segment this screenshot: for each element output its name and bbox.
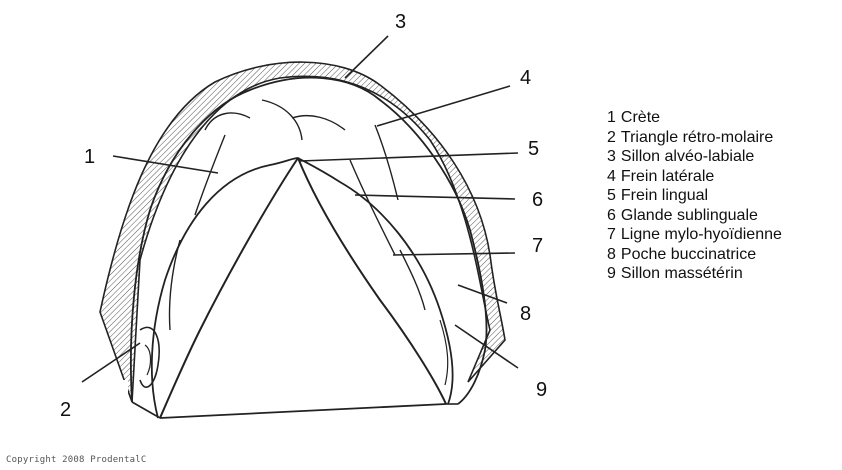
legend-item-number: 8: [607, 246, 616, 263]
leader-line-6: [355, 195, 515, 199]
legend-item-number: 3: [607, 148, 616, 165]
legend-item-label: Crète: [621, 109, 660, 126]
callout-number-9: 9: [536, 379, 547, 401]
legend-item: 5 Frein lingual: [607, 186, 782, 206]
legend-item-number: 7: [607, 226, 616, 243]
legend-item-label: Poche buccinatrice: [621, 246, 756, 263]
tongue-left-edge: [160, 158, 298, 418]
outer-sulcus-band: [100, 62, 505, 402]
legend-item-number: 2: [607, 129, 616, 146]
legend-item-label: Frein latérale: [621, 168, 714, 185]
callout-number-7: 7: [532, 235, 543, 257]
callout-number-8: 8: [520, 303, 531, 325]
callout-number-1: 1: [84, 146, 95, 168]
legend-item-label: Ligne mylo-hyoïdienne: [621, 226, 782, 243]
jaw-base-line: [160, 404, 446, 418]
ridge-texture-4: [375, 125, 398, 200]
legend-item-number: 4: [607, 168, 616, 185]
retromolar-pad-left: [140, 327, 159, 387]
leader-line-7: [393, 253, 515, 255]
callout-number-5: 5: [528, 138, 539, 160]
legend-item-label: Sillon alvéo-labiale: [621, 148, 754, 165]
legend-item-label: Glande sublinguale: [621, 207, 758, 224]
ridge-texture-3: [292, 116, 345, 130]
legend-item: 6 Glande sublinguale: [607, 206, 782, 226]
legend-item-label: Sillon massétérin: [621, 265, 743, 282]
legend-item-label: Frein lingual: [621, 187, 708, 204]
callout-number-4: 4: [520, 67, 531, 89]
copyright-notice: Copyright 2008 ProdentalC: [6, 455, 146, 465]
callout-number-3: 3: [395, 11, 406, 33]
legend-item: 2 Triangle rétro-molaire: [607, 128, 782, 148]
ridge-texture-7: [195, 135, 225, 215]
legend-item-label: Triangle rétro-molaire: [621, 129, 773, 146]
ridge-texture-5: [350, 160, 395, 255]
legend-item: 7 Ligne mylo-hyoïdienne: [607, 225, 782, 245]
retromolar-pad-left-inner: [145, 345, 151, 375]
leader-line-5: [300, 153, 518, 161]
legend-item-number: 9: [607, 265, 616, 282]
ridge-texture-2: [262, 100, 302, 140]
legend-item: 4 Frein latérale: [607, 167, 782, 187]
legend-item: 3 Sillon alvéo-labiale: [607, 147, 782, 167]
callout-number-6: 6: [532, 189, 543, 211]
legend-item-number: 6: [607, 207, 616, 224]
legend-item-number: 5: [607, 187, 616, 204]
ridge-texture-6: [400, 250, 425, 310]
legend-item-number: 1: [607, 109, 616, 126]
callout-number-2: 2: [60, 399, 71, 421]
legend-item: 9 Sillon massétérin: [607, 264, 782, 284]
legend: 1 Crète 2 Triangle rétro-molaire 3 Sillon a…: [607, 108, 782, 284]
legend-item: 8 Poche buccinatrice: [607, 245, 782, 265]
leader-line-3: [345, 36, 388, 78]
legend-item: 1 Crète: [607, 108, 782, 128]
